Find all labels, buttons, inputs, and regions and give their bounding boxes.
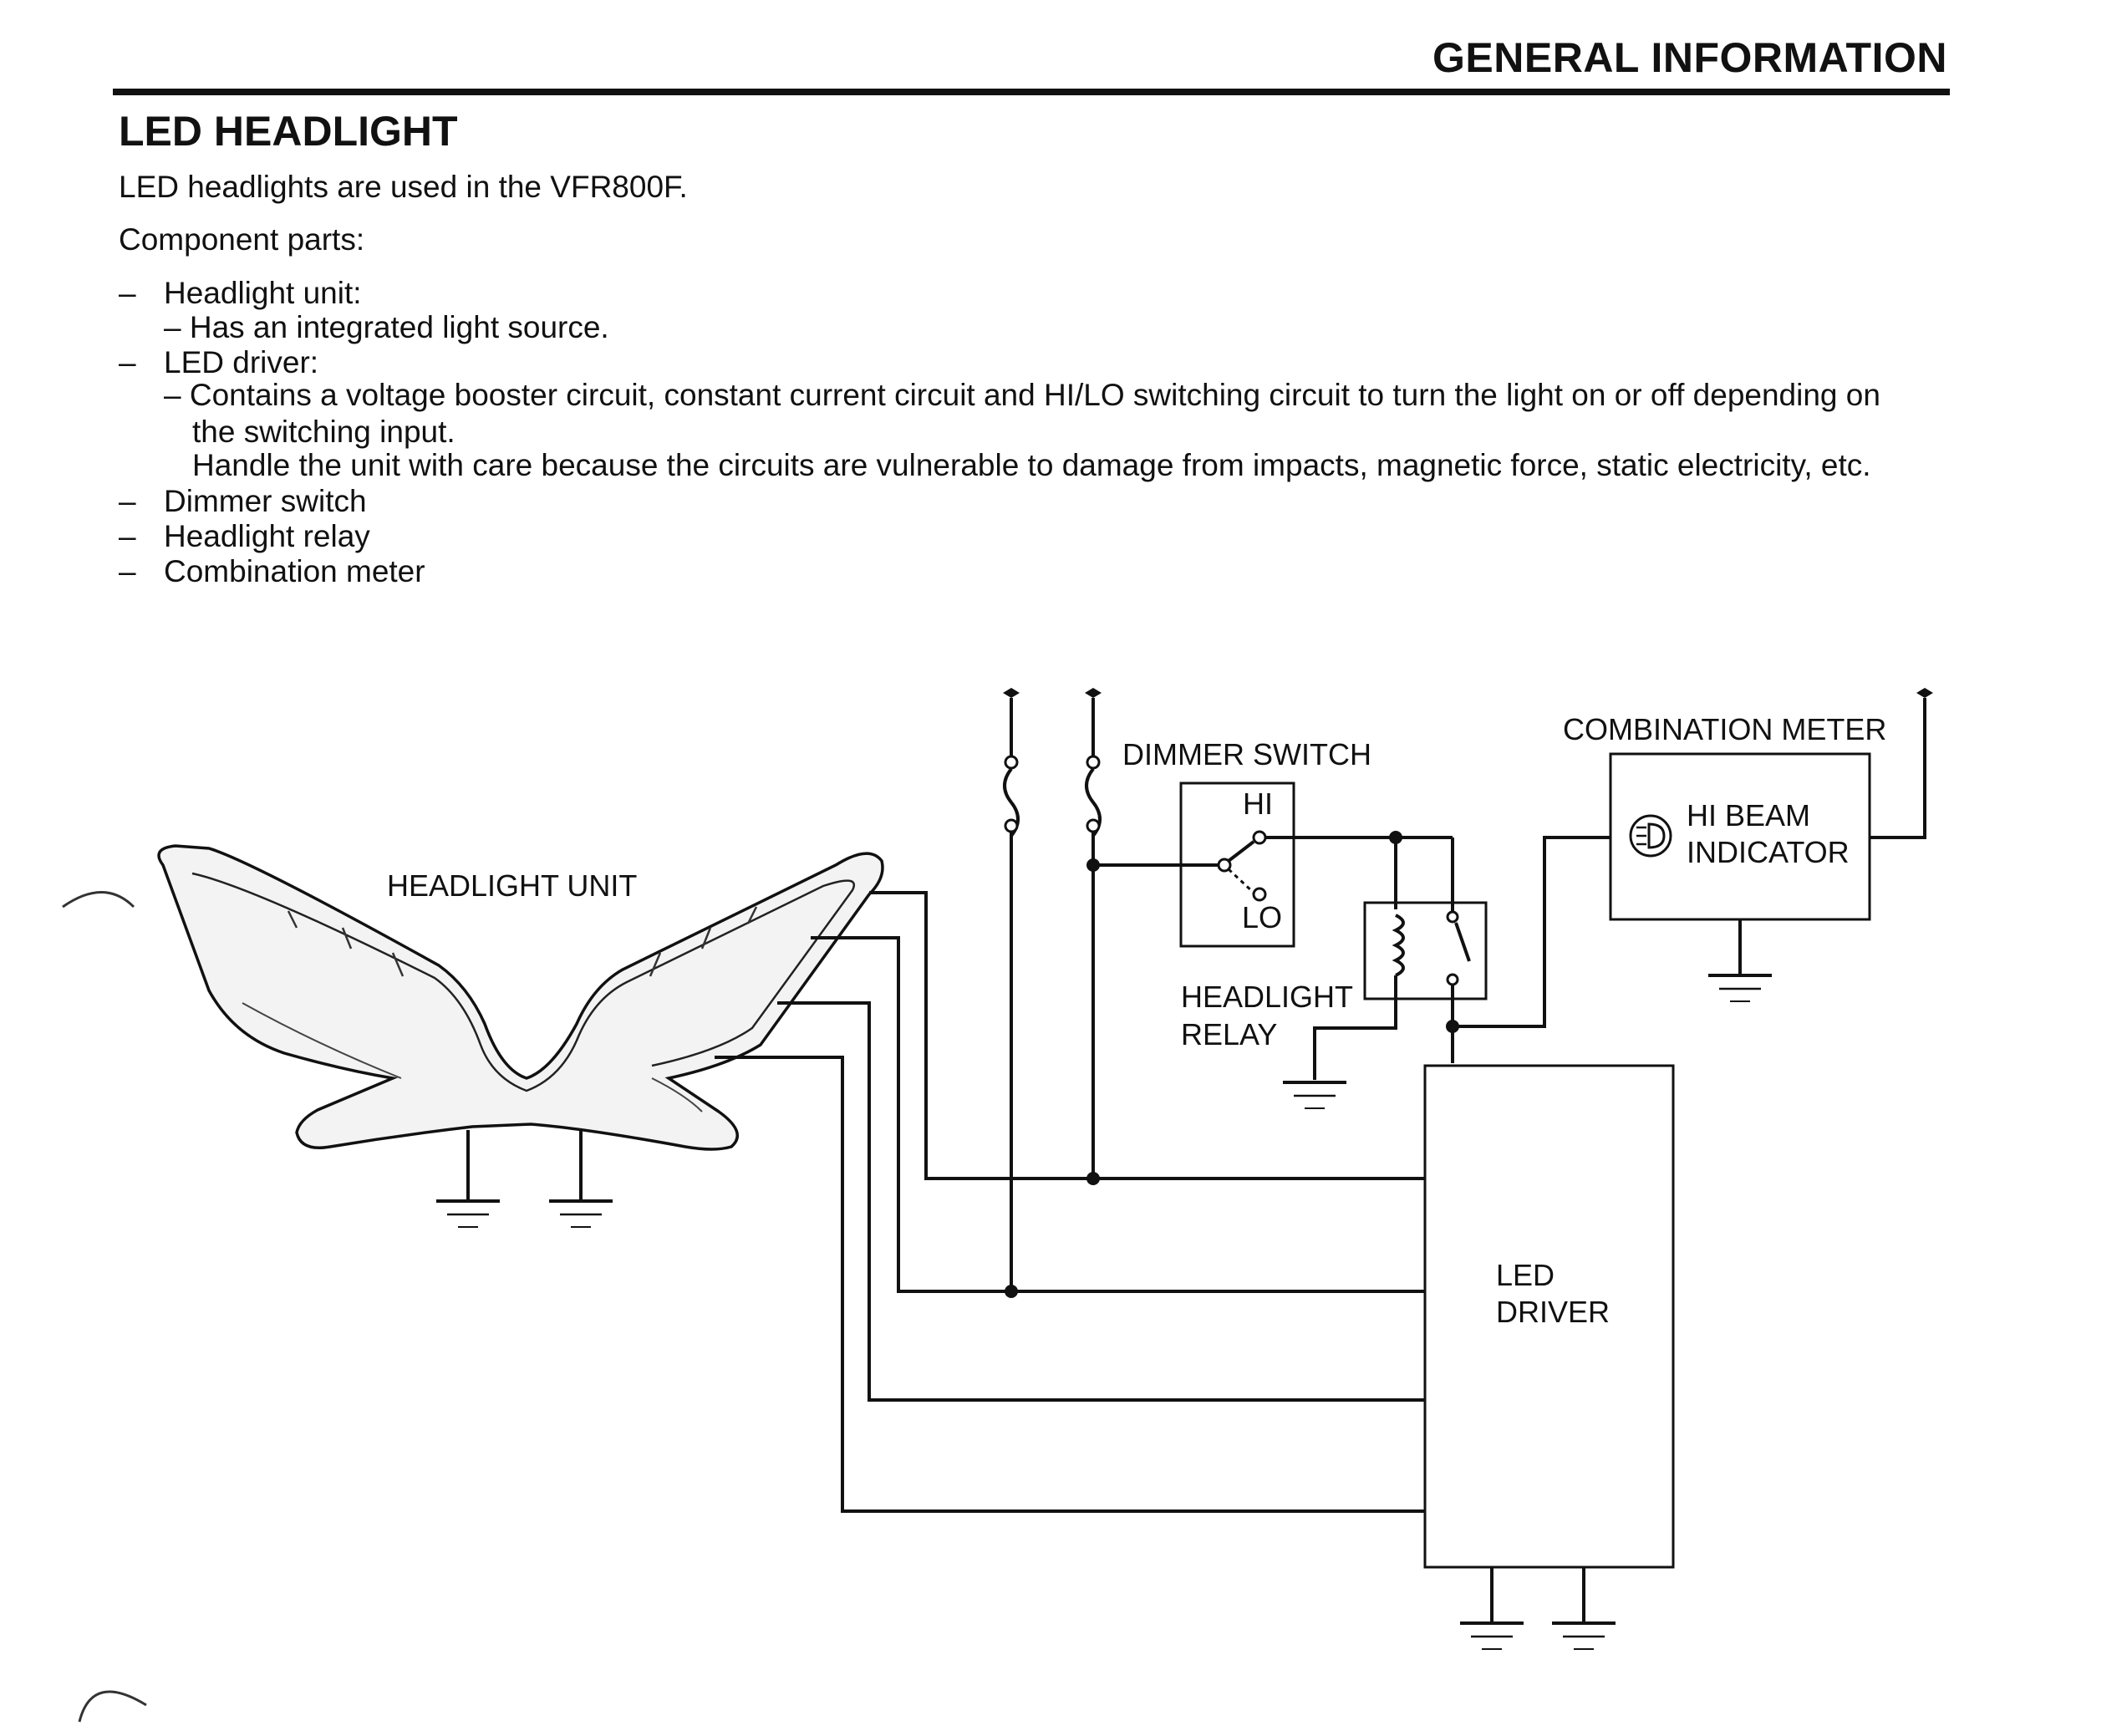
combination-meter: COMBINATION METER HI BEAM INDICATOR: [1563, 688, 1933, 1002]
led-driver-label-line2: DRIVER: [1496, 1295, 1610, 1329]
headlight-grounds: [436, 1130, 613, 1228]
dimmer-switch: DIMMER SWITCH HI LO: [1093, 737, 1453, 948]
relay-label-line2: RELAY: [1181, 1017, 1277, 1051]
led-driver-label-line1: LED: [1496, 1258, 1555, 1292]
part-label: Headlight relay: [164, 519, 370, 553]
binder-hole-mark: [78, 1690, 147, 1723]
list-dash: –: [119, 484, 136, 518]
headlight-unit-label: HEADLIGHT UNIT: [387, 868, 637, 903]
relay-label-line1: HEADLIGHT: [1181, 980, 1353, 1014]
intro-text: LED headlights are used in the VFR800F.: [119, 170, 688, 204]
parts-heading: Component parts:: [119, 222, 365, 257]
switch-hi-label: HI: [1243, 787, 1273, 821]
power-feed-1: [1003, 688, 1020, 1298]
relay-coil-icon: [1392, 914, 1405, 977]
ground-symbol: [436, 1199, 500, 1228]
dimmer-switch-label: DIMMER SWITCH: [1122, 737, 1371, 771]
ground-symbol: [1552, 1621, 1616, 1650]
power-feed-2: [1085, 688, 1102, 1185]
part-detail: Handle the unit with care because the ci…: [192, 448, 1871, 482]
part-detail: the switching input.: [192, 415, 455, 449]
part-detail: – Has an integrated light source.: [164, 310, 609, 344]
headlight-inner-lens-lower: [242, 1002, 703, 1112]
header-rule: [113, 89, 1950, 95]
fuse-terminal: [1004, 755, 1019, 770]
led-segment-mark: [287, 906, 758, 977]
part-label: LED driver:: [164, 345, 319, 379]
headlight-outline: [157, 844, 884, 1151]
relay-box: [1363, 901, 1488, 1000]
combination-meter-label: COMBINATION METER: [1563, 712, 1886, 746]
part-label: Dimmer switch: [164, 484, 367, 518]
fuse-terminal: [1086, 755, 1101, 770]
ground-symbol: [1283, 1081, 1346, 1109]
headlight-beam-icon: [1629, 814, 1672, 858]
fuse-terminal: [1004, 818, 1019, 833]
list-dash: –: [119, 554, 136, 588]
hi-beam-label-line1: HI BEAM: [1687, 798, 1810, 832]
fuse-terminal: [1086, 818, 1101, 833]
headlight-relay: HEADLIGHT RELAY: [1181, 831, 1488, 1109]
part-label: Headlight unit:: [164, 276, 362, 310]
binder-hole-mark: [62, 891, 135, 909]
led-driver: LED DRIVER: [1423, 1064, 1675, 1650]
headlight-inner-lens: [191, 872, 855, 1092]
hi-beam-label-line2: INDICATOR: [1687, 835, 1850, 869]
ground-symbol: [549, 1199, 613, 1228]
list-dash: –: [119, 519, 136, 553]
page-header-title: GENERAL INFORMATION: [1432, 34, 1947, 81]
ground-symbol: [1708, 974, 1772, 1002]
part-label: Combination meter: [164, 554, 425, 588]
ground-symbol: [1460, 1621, 1524, 1650]
led-driver-box: [1423, 1064, 1675, 1569]
list-dash: –: [119, 276, 136, 310]
part-detail: – Contains a voltage booster circuit, co…: [164, 378, 1880, 412]
switch-lo-label: LO: [1242, 900, 1282, 934]
section-title: LED HEADLIGHT: [119, 108, 458, 155]
headlight-driver-harness: [715, 891, 1425, 1513]
hi-beam-signal-wire: [1453, 836, 1611, 1028]
headlight-unit: HEADLIGHT UNIT: [157, 844, 884, 1151]
list-dash: –: [119, 345, 136, 379]
